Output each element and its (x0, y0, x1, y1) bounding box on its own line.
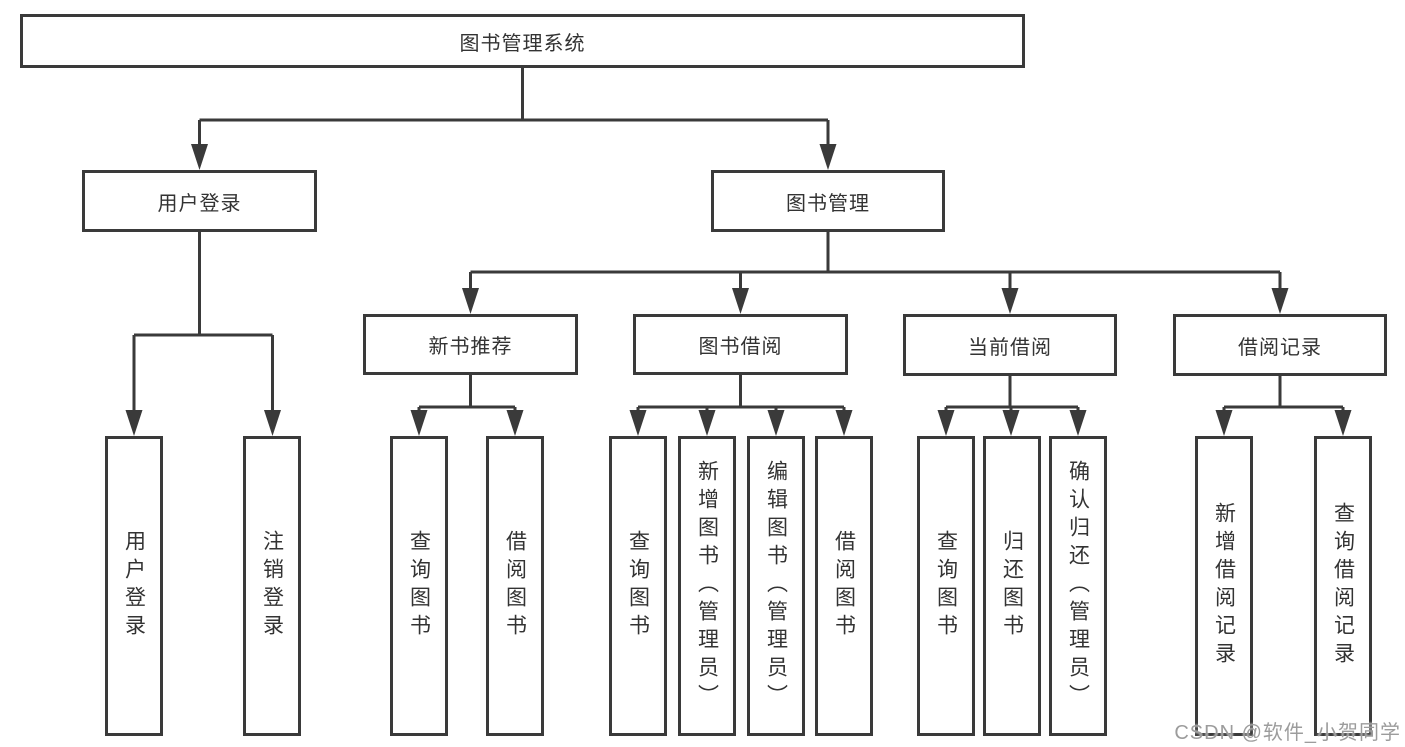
node-label: 注销登录 (260, 530, 284, 642)
node-library-management-system: 图书管理系统 (20, 14, 1025, 68)
node-label: 查询图书 (626, 530, 650, 642)
node-label: 编辑图书（管理员） (764, 460, 788, 712)
node-borrowing-records: 借阅记录 (1173, 314, 1387, 376)
node-label: 查询图书 (934, 530, 958, 642)
leaf-edit-books-admin: 编辑图书（管理员） (747, 436, 805, 736)
node-label: 图书借阅 (698, 336, 783, 358)
leaf-confirm-return-admin: 确认归还（管理员） (1049, 436, 1107, 736)
node-label: 新增借阅记录 (1212, 502, 1236, 670)
leaf-query-borrow-record: 查询借阅记录 (1314, 436, 1372, 736)
node-book-borrowing: 图书借阅 (633, 314, 848, 375)
csdn-watermark: CSDN @软件_小贺同学 (1174, 722, 1401, 744)
node-label: 新书推荐 (428, 336, 513, 358)
leaf-logout: 注销登录 (243, 436, 301, 736)
node-book-management: 图书管理 (711, 170, 945, 232)
node-label: 图书管理系统 (459, 32, 586, 55)
arrowheads (125, 144, 1352, 436)
node-label: 用户登录 (122, 530, 146, 642)
node-label: 查询借阅记录 (1331, 502, 1355, 670)
node-user-login: 用户登录 (82, 170, 317, 232)
node-new-book-recommendation: 新书推荐 (363, 314, 578, 375)
leaf-query-books: 查询图书 (609, 436, 667, 736)
leaf-add-borrow-record: 新增借阅记录 (1195, 436, 1253, 736)
node-label: 当前借阅 (968, 336, 1052, 359)
leaf-user-login: 用户登录 (105, 436, 163, 736)
node-label: 新增图书（管理员） (695, 460, 719, 712)
leaf-borrow-books: 借阅图书 (486, 436, 544, 736)
node-label: 查询图书 (407, 530, 431, 642)
node-label: 图书管理 (786, 192, 870, 215)
node-current-borrowing: 当前借阅 (903, 314, 1117, 376)
node-label: 借阅图书 (503, 530, 527, 642)
node-label: 确认归还（管理员） (1066, 460, 1090, 712)
node-label: 用户登录 (157, 192, 242, 215)
node-label: 借阅记录 (1238, 336, 1322, 359)
leaf-query-books: 查询图书 (917, 436, 975, 736)
leaf-return-books: 归还图书 (983, 436, 1041, 736)
leaf-borrow-books: 借阅图书 (815, 436, 873, 736)
leaf-query-books: 查询图书 (390, 436, 448, 736)
node-label: 归还图书 (1000, 530, 1024, 642)
leaf-add-books-admin: 新增图书（管理员） (678, 436, 736, 736)
node-label: 借阅图书 (832, 530, 856, 642)
